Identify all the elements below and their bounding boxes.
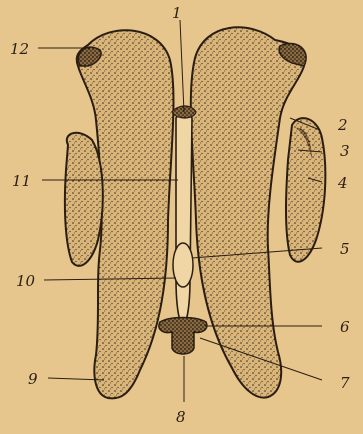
label-9: 9 (28, 370, 38, 388)
label-12: 12 (10, 40, 29, 58)
label-3: 3 (340, 142, 350, 160)
lower-swelling (173, 243, 193, 287)
label-6: 6 (340, 318, 350, 336)
central-column (176, 114, 192, 321)
t-shaped-base (159, 318, 207, 355)
left-side-lobe (65, 133, 103, 266)
label-2: 2 (337, 116, 348, 134)
label-4: 4 (337, 174, 348, 192)
label-1: 1 (172, 4, 182, 22)
label-7: 7 (340, 374, 350, 392)
leader-line-1 (180, 20, 184, 112)
label-10: 10 (16, 272, 36, 290)
label-8: 8 (176, 408, 186, 426)
label-5: 5 (340, 240, 350, 258)
label-11: 11 (12, 172, 31, 190)
